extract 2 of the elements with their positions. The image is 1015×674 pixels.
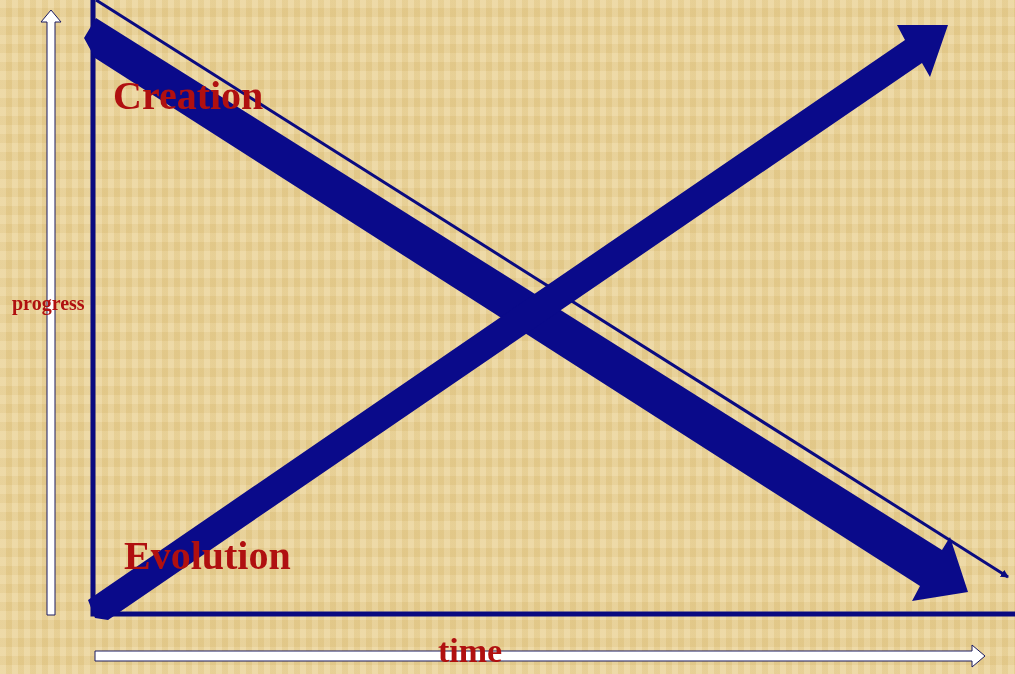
axis-label: progress [12,292,85,314]
axis-label: time [438,632,503,670]
